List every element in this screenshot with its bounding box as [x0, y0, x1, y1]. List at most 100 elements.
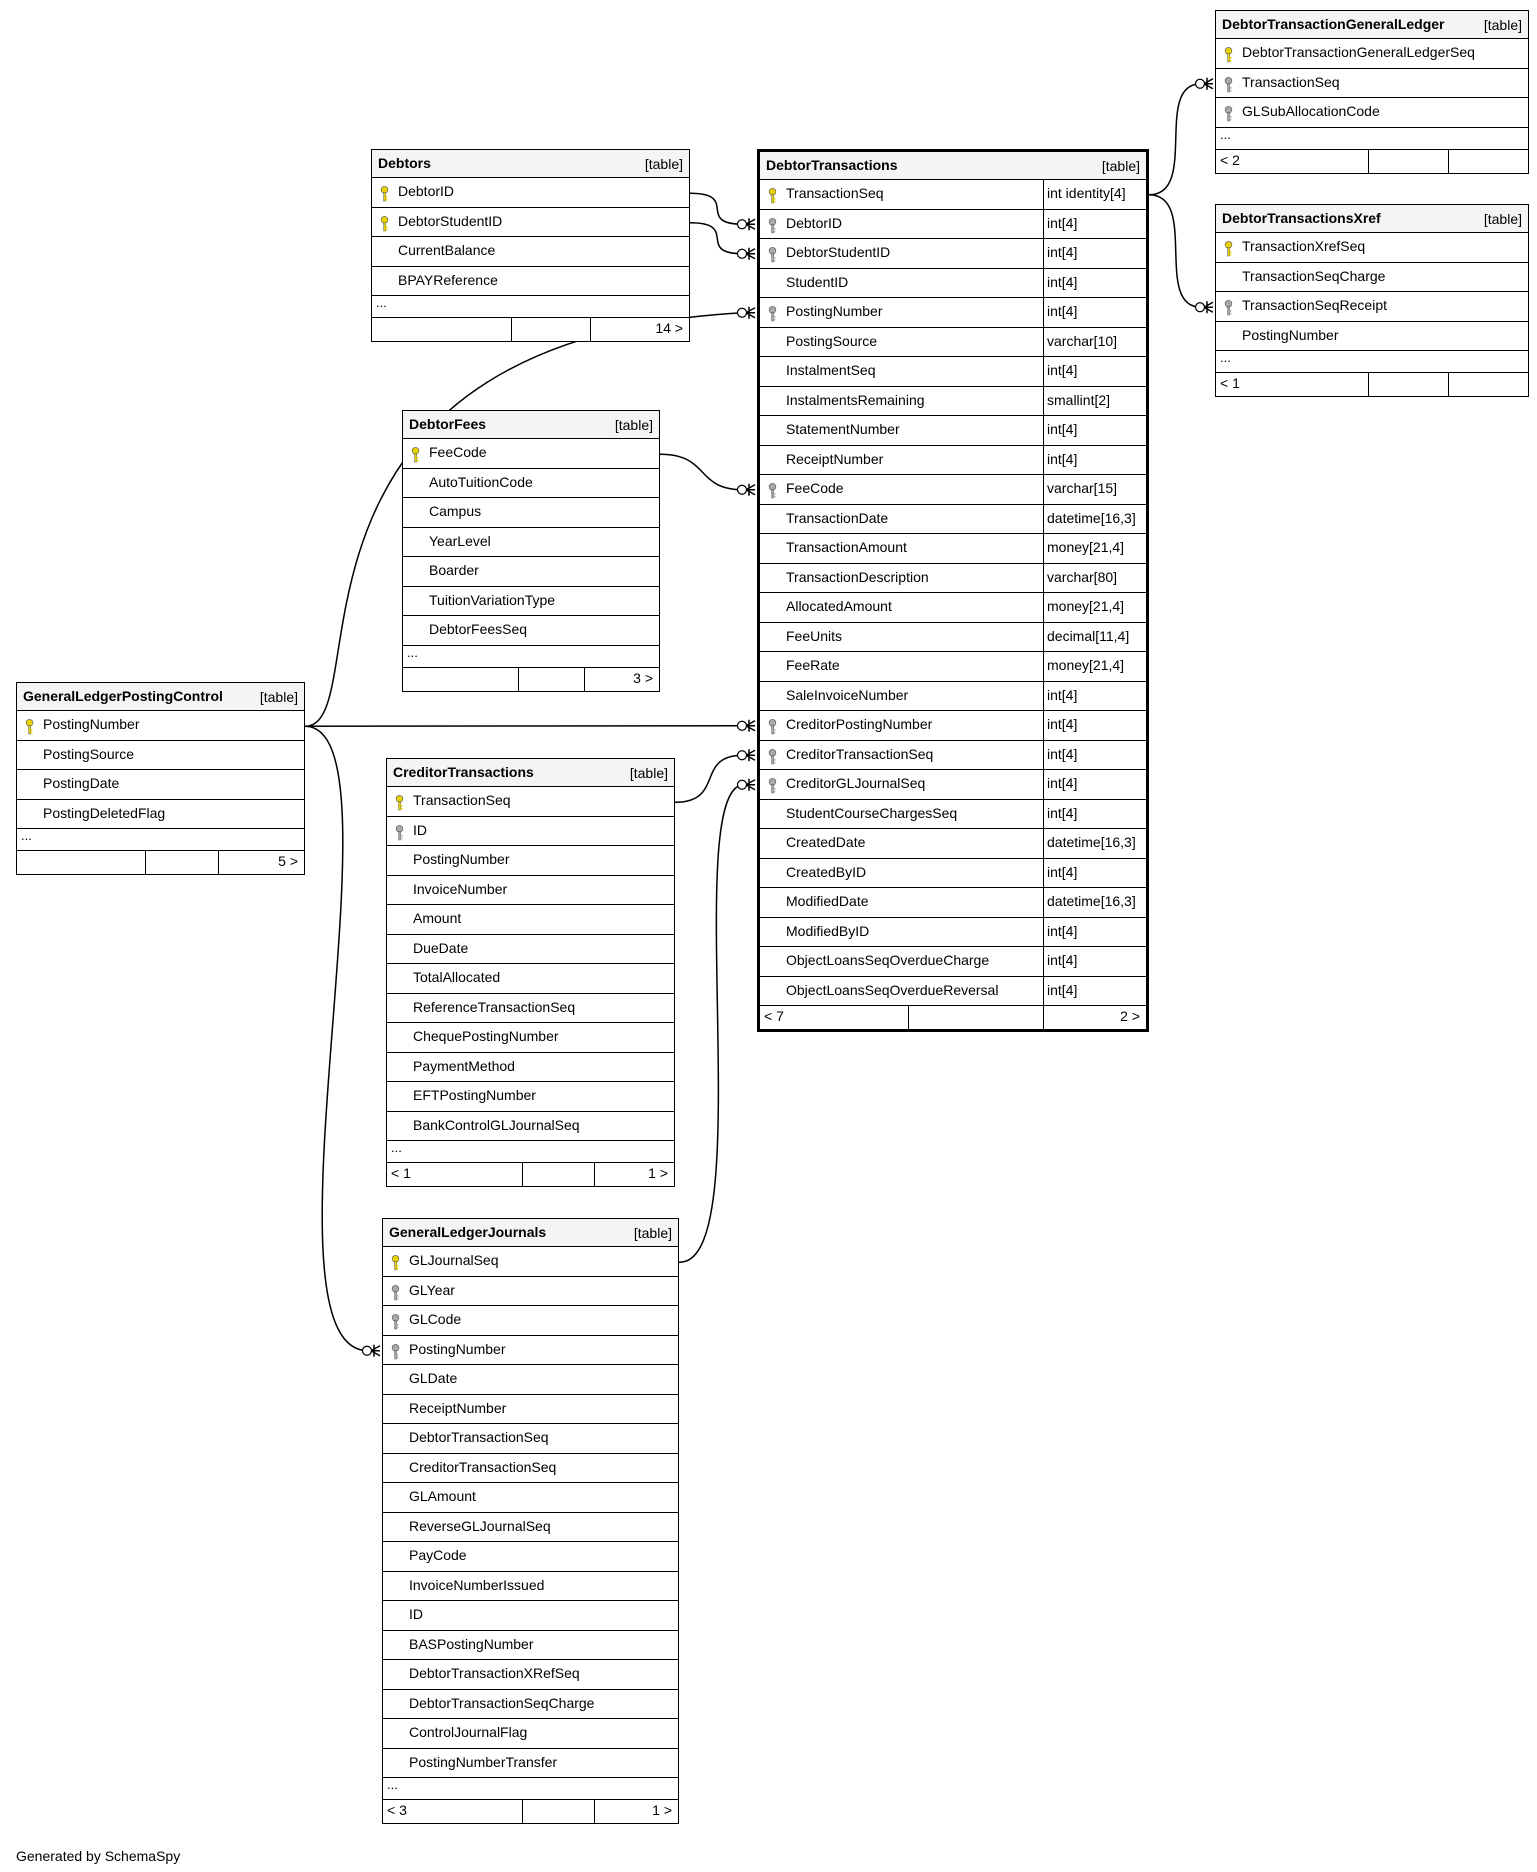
column-row[interactable]: FeeCode — [403, 439, 659, 469]
parent-count[interactable] — [372, 318, 511, 341]
parent-count[interactable]: < 3 — [387, 1802, 407, 1818]
column-row[interactable]: Amount — [387, 905, 674, 935]
table-dtx[interactable]: DebtorTransactionsXref[table]Transaction… — [1215, 204, 1529, 397]
column-row[interactable]: GLDate — [383, 1365, 678, 1395]
column-row[interactable]: ID — [387, 817, 674, 846]
column-row[interactable]: BPAYReference — [372, 267, 689, 296]
column-row[interactable]: ControlJournalFlag — [383, 1719, 678, 1749]
table-name[interactable]: DebtorFees — [409, 416, 487, 432]
column-row[interactable]: PostingNumber — [1216, 322, 1528, 351]
column-row[interactable]: PostingDeletedFlag — [17, 800, 304, 829]
column-row[interactable]: ReferenceTransactionSeq — [387, 994, 674, 1023]
column-row[interactable]: InvoiceNumberIssued — [383, 1572, 678, 1601]
table-name[interactable]: DebtorTransactions — [766, 157, 898, 173]
parent-count[interactable] — [17, 851, 145, 874]
column-row[interactable]: PostingNumber — [17, 711, 304, 741]
column-row[interactable]: ReverseGLJournalSeq — [383, 1513, 678, 1542]
column-row[interactable]: PostingSource — [17, 741, 304, 770]
column-row[interactable]: PostingNumber — [387, 846, 674, 876]
child-count[interactable]: 1 > — [593, 1800, 678, 1823]
table-header[interactable]: DebtorTransactions[table] — [760, 152, 1146, 180]
table-header[interactable]: CreditorTransactions[table] — [387, 759, 674, 787]
child-count[interactable]: 1 > — [593, 1163, 674, 1186]
column-row[interactable]: DueDate — [387, 935, 674, 964]
column-row[interactable]: TransactionSeq — [387, 787, 674, 817]
table-name[interactable]: DebtorTransactionGeneralLedger — [1222, 16, 1445, 32]
column-row[interactable]: GLJournalSeq — [383, 1247, 678, 1277]
child-count[interactable]: 2 > — [1042, 1006, 1146, 1029]
table-dtgl[interactable]: DebtorTransactionGeneralLedger[table]Deb… — [1215, 10, 1529, 174]
column-row[interactable]: DebtorStudentID — [372, 208, 689, 237]
column-row[interactable]: DebtorTransactionXRefSeq — [383, 1660, 678, 1690]
parent-count[interactable] — [403, 668, 518, 691]
column-row[interactable]: YearLevel — [403, 528, 659, 557]
column-row[interactable]: Campus — [403, 498, 659, 528]
table-name[interactable]: CreditorTransactions — [393, 764, 534, 780]
column-row[interactable]: GLYear — [383, 1277, 678, 1306]
parent-count[interactable]: < 1 — [1220, 375, 1240, 391]
table-header[interactable]: DebtorFees[table] — [403, 411, 659, 439]
column-row[interactable]: DebtorFeesSeq — [403, 616, 659, 646]
column-row[interactable]: DebtorTransactionSeqCharge — [383, 1690, 678, 1719]
column-row[interactable]: TotalAllocated — [387, 964, 674, 994]
child-count[interactable] — [1447, 149, 1529, 173]
table-name[interactable]: Debtors — [378, 155, 431, 171]
column-row[interactable]: ID — [383, 1601, 678, 1631]
column-row[interactable]: TransactionSeqReceipt — [1216, 292, 1528, 322]
column-row[interactable]: GLAmount — [383, 1483, 678, 1513]
column-row[interactable]: TransactionSeqCharge — [1216, 263, 1528, 292]
column-row[interactable]: CreditorTransactionSeq — [383, 1454, 678, 1483]
column-row[interactable]: TuitionVariationType — [403, 587, 659, 616]
table-ct[interactable]: CreditorTransactions[table]TransactionSe… — [386, 758, 675, 1187]
table-name[interactable]: GeneralLedgerPostingControl — [23, 688, 223, 704]
column-row[interactable]: InvoiceNumber — [387, 876, 674, 905]
column-row[interactable]: PostingNumberTransfer — [383, 1749, 678, 1778]
column-row[interactable]: BankControlGLJournalSeq — [387, 1112, 674, 1141]
parent-count[interactable]: < 7 — [764, 1008, 784, 1024]
column-row[interactable]: GLSubAllocationCode — [1216, 98, 1528, 128]
table-header[interactable]: GeneralLedgerJournals[table] — [383, 1219, 678, 1247]
parent-count[interactable]: < 1 — [391, 1165, 411, 1181]
table-glj[interactable]: GeneralLedgerJournals[table]GLJournalSeq… — [382, 1218, 679, 1824]
child-count[interactable]: 5 > — [217, 851, 304, 874]
column-row[interactable]: AutoTuitionCode — [403, 469, 659, 498]
table-header[interactable]: DebtorTransactionGeneralLedger[table] — [1216, 11, 1528, 39]
child-count[interactable] — [1447, 373, 1529, 396]
column-row[interactable]: DebtorTransactionGeneralLedgerSeq — [1216, 39, 1528, 69]
column-row[interactable]: GLCode — [383, 1306, 678, 1336]
column-row[interactable]: ChequePostingNumber — [387, 1023, 674, 1053]
column-row[interactable]: EFTPostingNumber — [387, 1082, 674, 1112]
column-row[interactable]: ReceiptNumber — [383, 1395, 678, 1424]
table-header[interactable]: GeneralLedgerPostingControl[table] — [17, 683, 304, 711]
column-row[interactable]: BASPostingNumber — [383, 1631, 678, 1660]
column-row[interactable]: CurrentBalance — [372, 237, 689, 267]
